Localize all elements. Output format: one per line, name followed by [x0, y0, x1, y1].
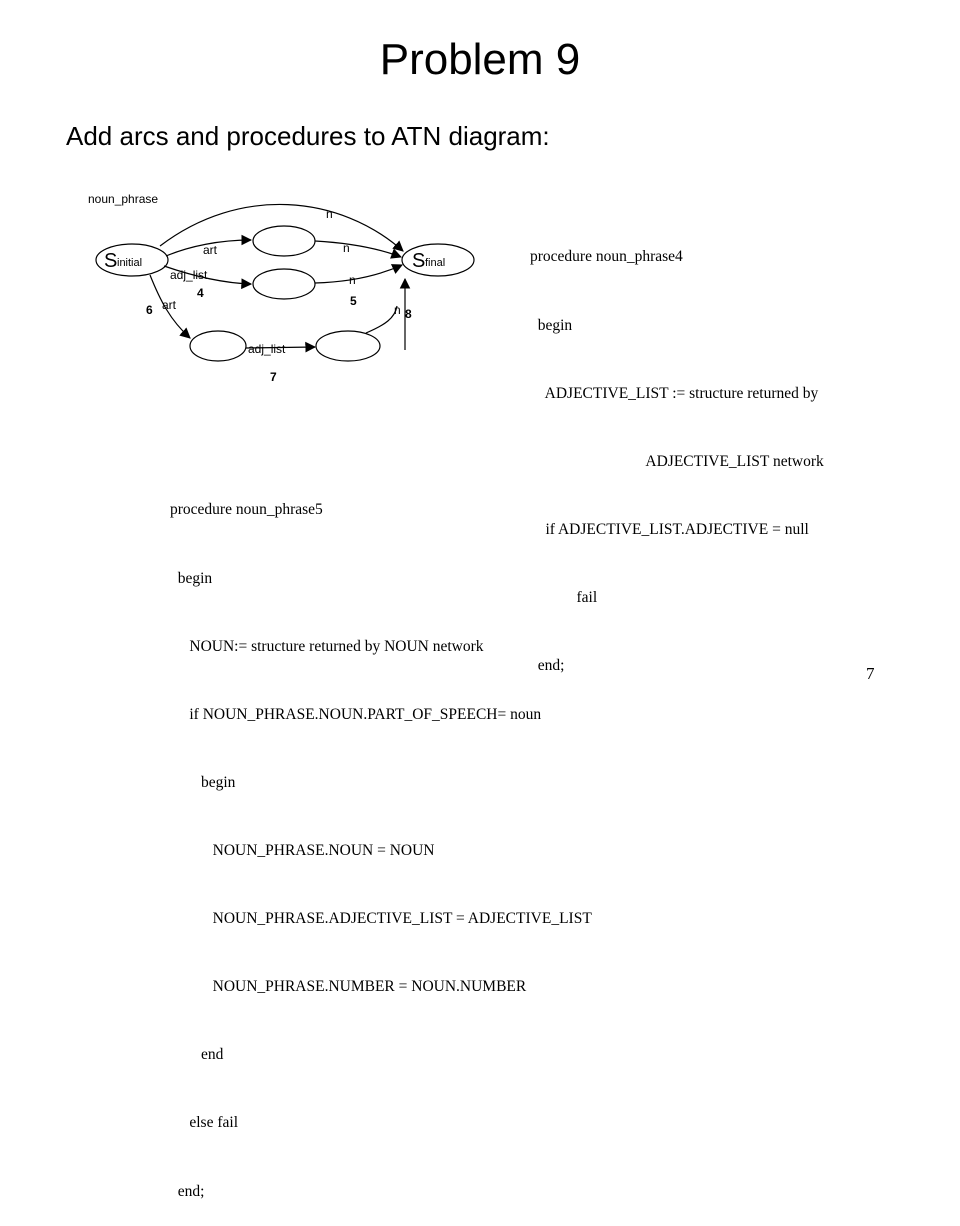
arc-upper-n	[314, 240, 403, 259]
arc-top-n	[159, 203, 404, 252]
arc-label-middle-n: n	[349, 273, 356, 287]
arc-label-lower-art: art	[162, 298, 177, 312]
code-line: if ADJECTIVE_LIST.ADJECTIVE = null	[530, 520, 809, 538]
network-name-label: noun_phrase	[88, 192, 158, 206]
final-state-node	[401, 243, 475, 277]
arc-number-4: 4	[197, 286, 204, 300]
start-state-node	[95, 243, 169, 277]
code-line: NOUN_PHRASE.NOUN = NOUN	[170, 841, 435, 859]
code-line: begin	[170, 569, 213, 587]
code-line: if NOUN_PHRASE.NOUN.PART_OF_SPEECH= noun	[170, 705, 542, 723]
code-line: end;	[530, 657, 565, 675]
arc-number-8: 8	[405, 307, 412, 321]
code-line: begin	[170, 773, 236, 791]
final-state-subscript: final	[425, 257, 445, 269]
arc-lower-art	[149, 274, 191, 339]
code-line: ADJECTIVE_LIST network	[530, 452, 824, 470]
arc-label-top-n: n	[326, 207, 333, 221]
arc-label-middle-adj-list: adj_list	[170, 268, 208, 282]
lower-right-node	[315, 330, 381, 362]
middle-intermediate-node	[252, 268, 316, 300]
code-line: procedure noun_phrase5	[170, 501, 323, 519]
code-line: end	[170, 1046, 224, 1064]
code-line: else fail	[170, 1114, 239, 1132]
procedure-noun-phrase4: procedure noun_phrase4 begin ADJECTIVE_L…	[530, 201, 824, 700]
upper-intermediate-node	[252, 225, 316, 257]
slide-title: Problem 9	[379, 35, 581, 84]
code-line: begin	[530, 316, 573, 334]
arc-number-6: 6	[146, 303, 153, 317]
code-line: fail	[530, 588, 598, 606]
procedure-noun-phrase5: procedure noun_phrase5 begin NOUN:= stru…	[170, 454, 592, 1226]
arc-middle-adj-list	[163, 265, 253, 290]
arc-middle-n	[314, 264, 403, 284]
lower-left-node	[189, 330, 247, 362]
arc-lower-adj-list	[245, 341, 317, 353]
arc-label-lower-n: n	[394, 303, 401, 317]
arc-label-upper-art: art	[203, 243, 218, 257]
code-line: procedure noun_phrase4	[530, 248, 683, 266]
start-state-letter: S	[104, 250, 117, 272]
code-line: NOUN_PHRASE.ADJECTIVE_LIST = ADJECTIVE_L…	[170, 910, 592, 928]
code-line: ADJECTIVE_LIST := structure returned by	[530, 384, 819, 402]
atn-diagram: noun_phrase S initial S final n art n ad…	[88, 192, 475, 384]
arc-number-5: 5	[350, 294, 357, 308]
slide-subtitle: Add arcs and procedures to ATN diagram:	[66, 121, 550, 151]
start-state-subscript: initial	[117, 257, 142, 269]
arc-upper-art	[165, 234, 253, 257]
code-line: NOUN:= structure returned by NOUN networ…	[170, 637, 484, 655]
arc-number-7: 7	[270, 370, 277, 384]
arc-label-upper-n: n	[343, 241, 350, 255]
arc-lower-n	[365, 305, 398, 334]
arc-label-lower-adj-list: adj_list	[248, 342, 286, 356]
code-line: end;	[170, 1182, 205, 1200]
code-line: NOUN_PHRASE.NUMBER = NOUN.NUMBER	[170, 978, 527, 996]
final-state-letter: S	[412, 250, 425, 272]
page-number: 7	[866, 664, 875, 683]
